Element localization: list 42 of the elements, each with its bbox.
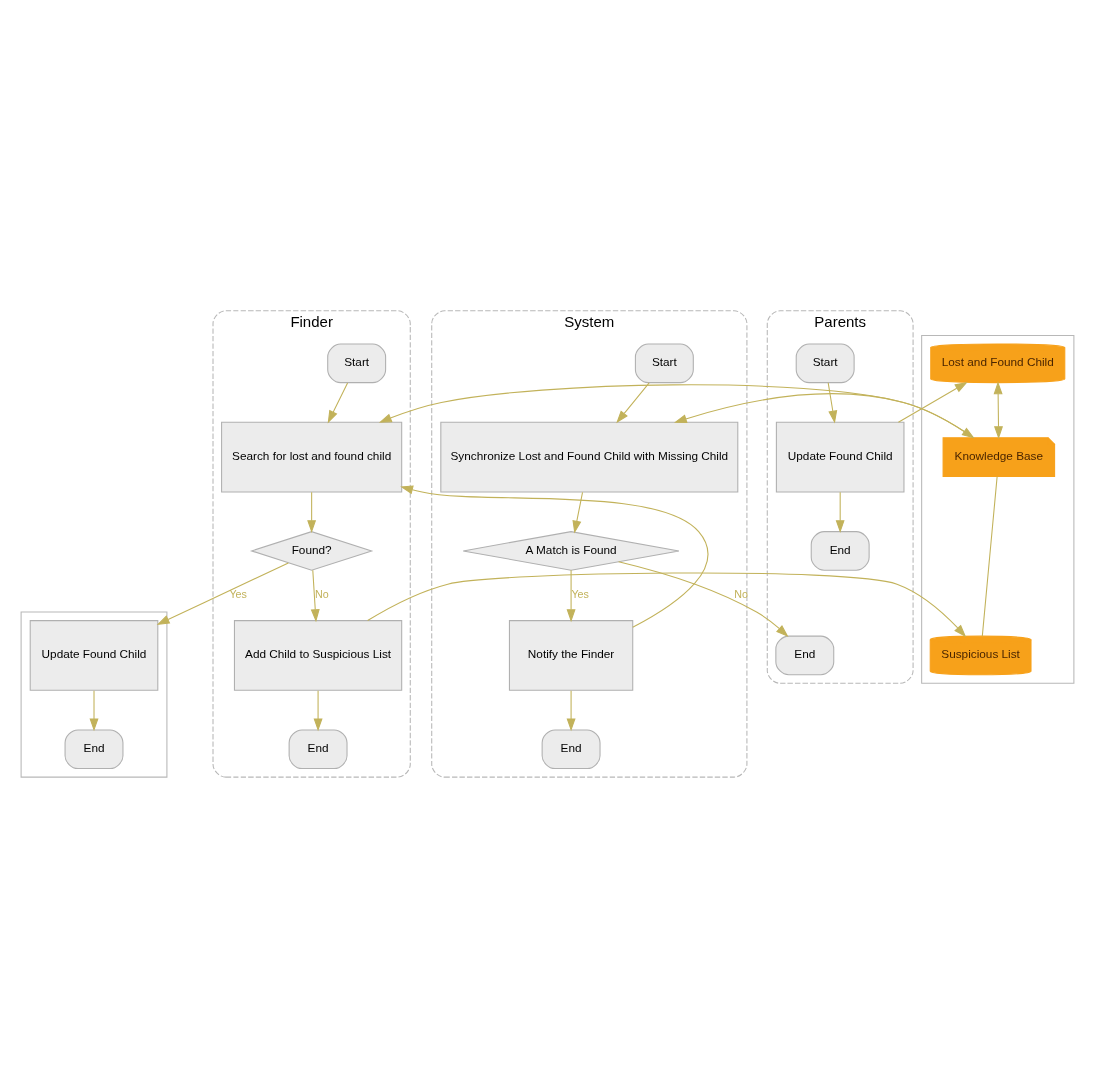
arrow bbox=[378, 383, 975, 438]
node-box: Start bbox=[327, 343, 387, 383]
arrow bbox=[827, 381, 838, 424]
arrow bbox=[400, 484, 709, 628]
arrow bbox=[897, 381, 968, 423]
edge-label: No bbox=[734, 587, 748, 600]
node-box: Notify the Finder bbox=[508, 619, 634, 691]
arrow bbox=[835, 491, 845, 533]
node-box: Start bbox=[795, 343, 855, 383]
node-box: Search for lost and found child bbox=[221, 421, 403, 492]
arrow bbox=[156, 561, 289, 625]
node-box: End bbox=[541, 728, 601, 769]
node-box: Update Found Child bbox=[775, 421, 905, 492]
node-box: Add Child to Suspicious List bbox=[233, 619, 403, 691]
arrow bbox=[566, 569, 576, 622]
edge-label: No bbox=[314, 587, 329, 600]
node-diamond: A Match is Found bbox=[462, 530, 680, 571]
node-box: Synchronize Lost and Found Child with Missing Child bbox=[440, 421, 739, 492]
arrow bbox=[673, 392, 974, 438]
node-box: End bbox=[810, 530, 870, 571]
arrow bbox=[310, 569, 320, 622]
cluster bbox=[921, 334, 1075, 684]
node-diamond: Found? bbox=[249, 530, 374, 571]
arrow bbox=[313, 689, 323, 731]
node-box: Update Found Child bbox=[29, 619, 159, 691]
arrow bbox=[618, 560, 789, 637]
node-box: End bbox=[775, 635, 835, 675]
connector bbox=[981, 475, 998, 637]
node-box: Start bbox=[634, 343, 694, 383]
arrow bbox=[993, 380, 1003, 439]
arrow bbox=[327, 381, 349, 423]
arrow bbox=[566, 689, 576, 731]
arrow bbox=[89, 689, 99, 731]
arrow bbox=[572, 491, 584, 533]
arrow bbox=[367, 572, 967, 637]
cluster bbox=[20, 611, 168, 778]
edge-label: Yes bbox=[571, 587, 589, 600]
node-box: End bbox=[64, 728, 124, 769]
arrow bbox=[616, 381, 650, 423]
edge-label: Yes bbox=[229, 587, 247, 600]
node-box: End bbox=[288, 728, 348, 769]
arrow bbox=[307, 491, 317, 533]
